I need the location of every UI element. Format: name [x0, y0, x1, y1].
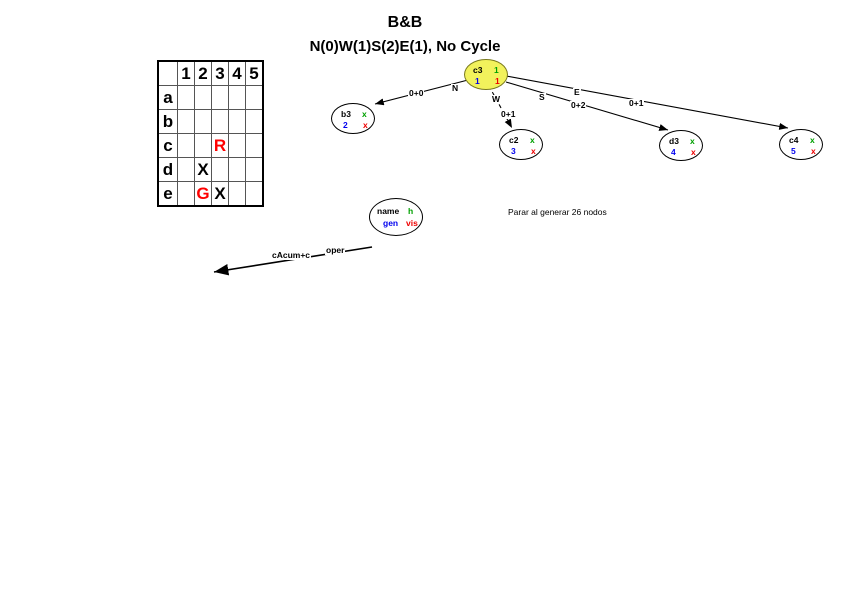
edge-label-w-cost: 0+1	[500, 109, 517, 119]
board-cell-c5	[245, 133, 264, 158]
node-visit: x	[811, 146, 816, 156]
node-heuristic: x	[530, 135, 535, 145]
board-cell-a2	[194, 85, 212, 110]
edge-label-s-dir: S	[538, 92, 546, 102]
node-generation: 5	[791, 146, 796, 156]
board-cell-b4	[228, 109, 246, 134]
board-col-header-5: 5	[245, 60, 264, 86]
node-generation: 3	[511, 146, 516, 156]
board-row-header-a: a	[157, 85, 178, 110]
tree-node-c2[interactable]: c2 x 3 x	[499, 129, 543, 160]
board-cell-d5	[245, 157, 264, 182]
legend-heuristic-label: h	[408, 206, 414, 216]
node-generation: 1	[475, 76, 480, 86]
node-heuristic: 1	[494, 65, 499, 75]
board-cell-e5	[245, 181, 264, 207]
board-cell-a3	[211, 85, 229, 110]
node-visit: 1	[495, 76, 500, 86]
board-row: b	[157, 109, 264, 134]
node-generation: 4	[671, 147, 676, 157]
node-name: d3	[669, 136, 679, 146]
operator-label: oper	[325, 245, 346, 255]
edge-root-c4	[505, 75, 789, 130]
board-header-row: 1 2 3 4 5	[158, 60, 264, 86]
node-heuristic: x	[690, 136, 695, 146]
board-corner-cell	[158, 61, 178, 86]
board-cell-d3	[211, 157, 229, 182]
node-visit: x	[531, 146, 536, 156]
board-cell-b5	[245, 109, 264, 134]
board-row-header-e: e	[157, 181, 178, 207]
page-title: B&B	[387, 14, 423, 31]
board-row-header-c: c	[157, 133, 178, 158]
board-col-header-3: 3	[211, 60, 229, 86]
board-col-header-2: 2	[194, 60, 212, 86]
node-name: c3	[473, 65, 483, 75]
board-cell-e1	[177, 181, 195, 207]
board-cell-a5	[245, 85, 264, 110]
legend-generation-label: gen	[383, 218, 399, 228]
node-name: c4	[789, 135, 799, 145]
legend-node: name h gen vis	[369, 198, 423, 236]
board-cell-c4	[228, 133, 246, 158]
node-visit: x	[691, 147, 696, 157]
board-row: c R	[157, 133, 264, 158]
board-cell-b2	[194, 109, 212, 134]
node-heuristic: x	[362, 109, 367, 119]
node-generation: 2	[343, 120, 348, 130]
board-cell-c1	[177, 133, 195, 158]
board-cell-c3: R	[211, 133, 229, 158]
board-cell-d4	[228, 157, 246, 182]
board-cell-a4	[228, 85, 246, 110]
board-cell-e3: X	[211, 181, 229, 207]
node-heuristic: x	[810, 135, 815, 145]
tree-node-root-c3[interactable]: c3 1 1 1	[464, 59, 508, 90]
board-cell-d1	[177, 157, 195, 182]
board-cell-c2	[194, 133, 212, 158]
legend-visit-label: vis	[406, 218, 418, 228]
tree-node-c4[interactable]: c4 x 5 x	[779, 129, 823, 160]
node-name: b3	[341, 109, 351, 119]
edge-label-e-dir: E	[573, 87, 581, 97]
board-col-header-4: 4	[228, 60, 246, 86]
page-subtitle: N(0)W(1)S(2)E(1), No Cycle	[309, 38, 501, 55]
board-row-header-b: b	[157, 109, 178, 134]
board-row-header-d: d	[157, 157, 178, 182]
legend-name-label: name	[377, 206, 400, 216]
cost-accumulator-label: cAcum+c	[271, 250, 312, 260]
board-row: a	[157, 85, 264, 110]
edge-label-n-cost: 0+0	[408, 88, 425, 98]
board-row: e G X	[157, 181, 264, 207]
board-row: d X	[157, 157, 264, 182]
edge-label-s-cost: 0+2	[570, 100, 587, 110]
board-cell-b3	[211, 109, 229, 134]
edge-label-e-cost: 0+1	[628, 98, 645, 108]
tree-node-b3[interactable]: b3 x 2 x	[331, 103, 375, 134]
board-cell-d2: X	[194, 157, 212, 182]
board-col-header-1: 1	[177, 60, 195, 86]
board-grid: 1 2 3 4 5 a b	[157, 60, 264, 207]
stop-condition-note: Parar al generar 26 nodos	[508, 207, 607, 217]
board-cell-b1	[177, 109, 195, 134]
node-visit: x	[363, 120, 368, 130]
node-name: c2	[509, 135, 519, 145]
board-cell-a1	[177, 85, 195, 110]
edge-label-w-dir: W	[491, 94, 502, 104]
board-cell-e2: G	[194, 181, 212, 207]
edge-label-n-dir: N	[451, 83, 460, 93]
board-cell-e4	[228, 181, 246, 207]
edge-root-c2	[488, 85, 513, 129]
tree-node-d3[interactable]: d3 x 4 x	[659, 130, 703, 161]
